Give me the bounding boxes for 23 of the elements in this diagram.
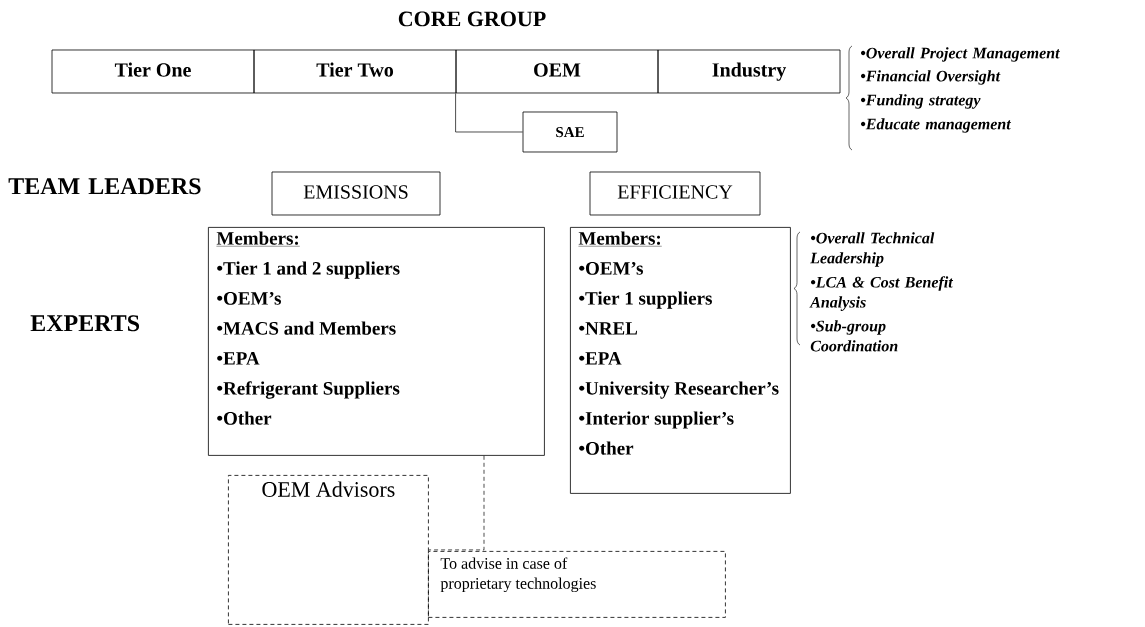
bullet-text: •Financial Oversight (860, 70, 1001, 85)
table-cell: Industry (657, 49, 841, 94)
connector (428, 455, 485, 551)
bullet-text: •Overall Project Management (860, 47, 1060, 62)
members-box: Members: •OEM’s •Tier 1 suppliers •NREL •EPA •University Researcher’s •Interior supplier’s •Other (570, 227, 791, 494)
section-heading: EXPERTS (30, 315, 140, 332)
bullet-text: •Funding strategy (860, 94, 981, 109)
members-box: Members: •Tier 1 and 2 suppliers •OEM’s •MACS and Members •EPA •Refrigerant Suppliers •Other (208, 227, 545, 456)
team-box: EFFICIENCY (589, 171, 761, 216)
team-box: EMISSIONS (271, 171, 441, 216)
bullet-text: •Sub-group Coordination (810, 320, 898, 352)
title: CORE GROUP (398, 11, 546, 27)
bullet-text: •LCA & Cost Benefit Analysis (809, 276, 954, 311)
advisors-box: OEM Advisors (228, 475, 429, 625)
section-heading: TEAM LEADERS (8, 178, 201, 195)
connector (455, 93, 523, 133)
note-box: To advise in case of proprietary technologies (428, 551, 726, 618)
table-cell: OEM (455, 49, 659, 94)
table-cell: Tier One (51, 49, 255, 94)
table-cell: Tier Two (253, 49, 457, 94)
process-box: SAE (522, 111, 618, 153)
bullet-text: •Educate management (860, 118, 1012, 133)
bullet-text: •Overall Technical Leadership (810, 232, 935, 267)
